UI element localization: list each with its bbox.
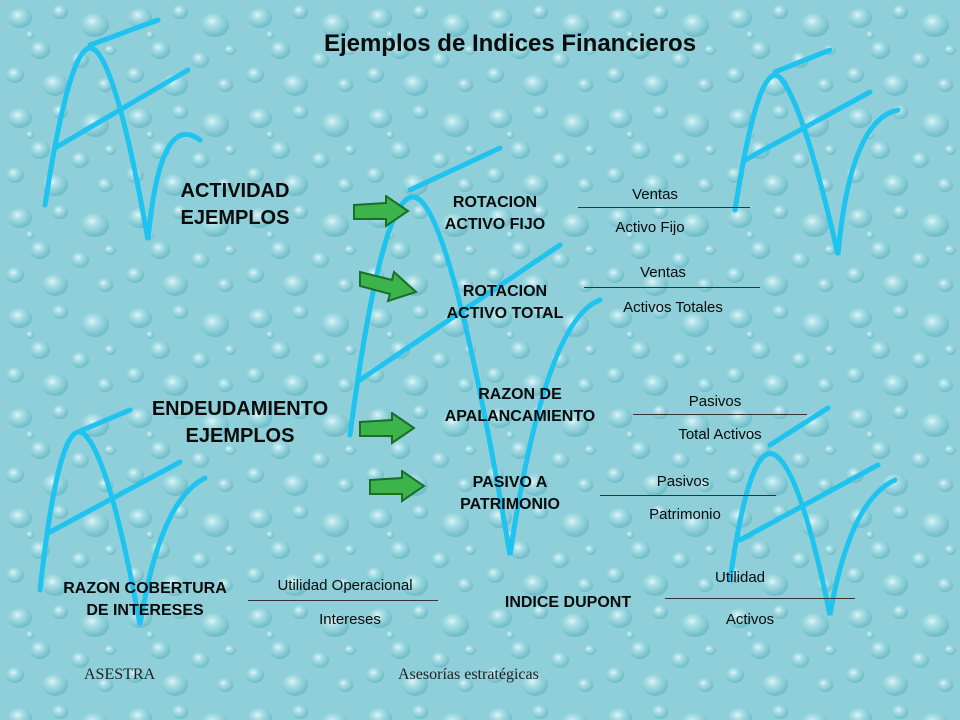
- denominator: Activos: [725, 611, 775, 628]
- ratio-name-line-1: ROTACION: [462, 283, 548, 300]
- ratio-name-line-1: ROTACION: [452, 194, 538, 211]
- arrow-icon: [369, 470, 426, 503]
- footer-center: Asesorías estratégicas: [398, 666, 539, 683]
- slide-title: Ejemplos de Indices Financieros: [323, 30, 697, 57]
- numerator: Pasivos: [656, 473, 710, 490]
- fraction-line: [633, 414, 807, 415]
- decorative-a-shape-bottom-left: [37, 407, 208, 626]
- section-actividad-line-2: EJEMPLOS: [180, 207, 290, 229]
- ratio-name-line-1: RAZON DE: [478, 386, 562, 403]
- ratio-razon-apalancamiento: RAZON DE APALANCAMIENTO: [415, 384, 625, 428]
- arrow-icon: [359, 412, 416, 445]
- fraction-line: [578, 207, 750, 208]
- ratio-rotacion-activo-fijo: ROTACION ACTIVO FIJO: [405, 192, 585, 236]
- decorative-a-shape-bottom-right: [727, 405, 898, 616]
- ratio-name-line-2: APALANCAMIENTO: [444, 408, 596, 425]
- fraction-line: [248, 600, 438, 601]
- denominator: Total Activos: [678, 426, 762, 443]
- ratio-pasivo-patrimonio: PASIVO A PATRIMONIO: [420, 472, 600, 516]
- section-actividad-line-1: ACTIVIDAD: [180, 180, 290, 202]
- ratio-rotacion-activo-total: ROTACION ACTIVO TOTAL: [415, 281, 595, 325]
- section-endeudamiento-line-2: EJEMPLOS: [185, 425, 295, 447]
- denominator: Intereses: [319, 611, 381, 628]
- numerator: Ventas: [632, 186, 678, 203]
- section-endeudamiento-line-1: ENDEUDAMIENTO: [151, 398, 329, 420]
- section-actividad: ACTIVIDAD EJEMPLOS: [160, 178, 310, 232]
- arrow-icon: [359, 270, 418, 303]
- fraction-line: [584, 287, 760, 288]
- ratio-name-line-2: ACTIVO TOTAL: [446, 305, 564, 322]
- decorative-a-shape-center: [347, 145, 603, 556]
- ratio-name-line-2: PATRIMONIO: [460, 496, 560, 513]
- numerator: Pasivos: [688, 393, 742, 410]
- ratio-name-line-2: DE INTERESES: [86, 602, 204, 619]
- numerator: Utilidad Operacional: [277, 577, 413, 594]
- numerator: Ventas: [640, 264, 686, 281]
- fraction-line: [600, 495, 776, 496]
- ratio-name-line-1: RAZON COBERTURA: [63, 580, 227, 597]
- ratio-name-line-1: PASIVO A: [472, 474, 548, 491]
- decorative-a-shape-top-left: [42, 17, 203, 241]
- arrow-icon: [353, 195, 410, 228]
- decorative-a-shape-top-right: [732, 47, 901, 256]
- ratio-indice-dupont: INDICE DUPONT: [504, 594, 632, 611]
- denominator: Activos Totales: [623, 299, 723, 316]
- footer-left: ASESTRA: [84, 666, 156, 683]
- numerator: Utilidad: [714, 569, 766, 586]
- ratio-name-line-2: ACTIVO FIJO: [444, 216, 546, 233]
- fraction-line: [665, 598, 855, 599]
- denominator: Activo Fijo: [615, 219, 685, 236]
- ratio-cobertura-intereses: RAZON COBERTURA DE INTERESES: [25, 578, 265, 622]
- section-endeudamiento: ENDEUDAMIENTO EJEMPLOS: [120, 396, 360, 450]
- denominator: Patrimonio: [649, 506, 721, 523]
